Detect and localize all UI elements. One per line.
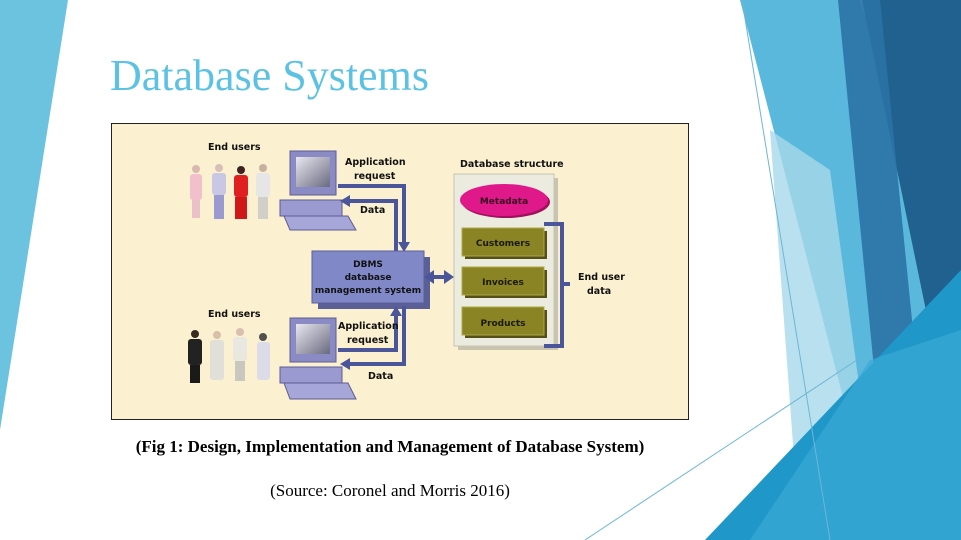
bottom-end-users-figures: [188, 328, 270, 383]
user-figure: [188, 330, 202, 383]
top-end-users-figures: [190, 164, 270, 219]
top-end-users-label: End users: [208, 142, 261, 153]
bottom-data-label: Data: [368, 371, 393, 382]
top-data-label: Data: [360, 205, 385, 216]
database-structure-label: Database structure: [460, 159, 564, 170]
dbms-db-bidirectional-arrow: [424, 270, 454, 284]
user-figure: [233, 328, 247, 381]
top-data-arrow: [340, 195, 398, 252]
user-figure: [234, 166, 248, 219]
dbms-label-line1: DBMS: [353, 260, 383, 270]
table-customers: [461, 227, 547, 259]
user-figure: [256, 164, 270, 219]
bottom-request-label-line2: request: [347, 335, 389, 346]
thin-line-1: [741, 0, 831, 540]
user-figure: [212, 164, 226, 219]
top-request-label-line2: request: [354, 171, 396, 182]
dbms-box: [311, 250, 430, 309]
figure-source: (Source: Coronel and Morris 2016): [270, 481, 510, 500]
figure-caption: (Fig 1: Design, Implementation and Manag…: [135, 437, 645, 456]
bottom-shape-light: [750, 330, 961, 540]
thin-line-2: [584, 357, 861, 540]
metadata-ellipse: [460, 184, 550, 218]
end-user-data-bracket: [544, 222, 570, 348]
bottom-request-label-line1: Application: [338, 321, 399, 332]
table-customers-label: Customers: [476, 239, 530, 249]
dbms-diagram: End users Application request Data: [111, 123, 689, 420]
slide-title: Database Systems: [110, 51, 429, 100]
user-figure: [210, 331, 224, 380]
user-figure: [257, 333, 270, 380]
table-invoices: [461, 266, 547, 298]
table-invoices-label: Invoices: [482, 278, 524, 288]
dbms-label-line3: management system: [315, 286, 421, 296]
user-figure: [190, 165, 202, 218]
dbms-label-line2: database: [345, 273, 392, 283]
right-shape-mid: [838, 0, 920, 430]
metadata-label: Metadata: [480, 197, 528, 207]
bottom-computer-icon: [279, 317, 357, 400]
bottom-request-arrow: [338, 306, 402, 352]
top-computer-icon: [279, 150, 357, 231]
bottom-end-users-label: End users: [208, 309, 261, 320]
table-products-label: Products: [480, 319, 525, 329]
end-user-data-label-line1: End user: [578, 272, 625, 283]
table-products: [461, 306, 547, 338]
left-accent-shape: [0, 0, 68, 430]
bottom-data-arrow: [340, 306, 406, 370]
top-request-arrow: [338, 184, 410, 252]
top-request-label-line1: Application: [345, 157, 406, 168]
end-user-data-label-line2: data: [587, 286, 611, 297]
